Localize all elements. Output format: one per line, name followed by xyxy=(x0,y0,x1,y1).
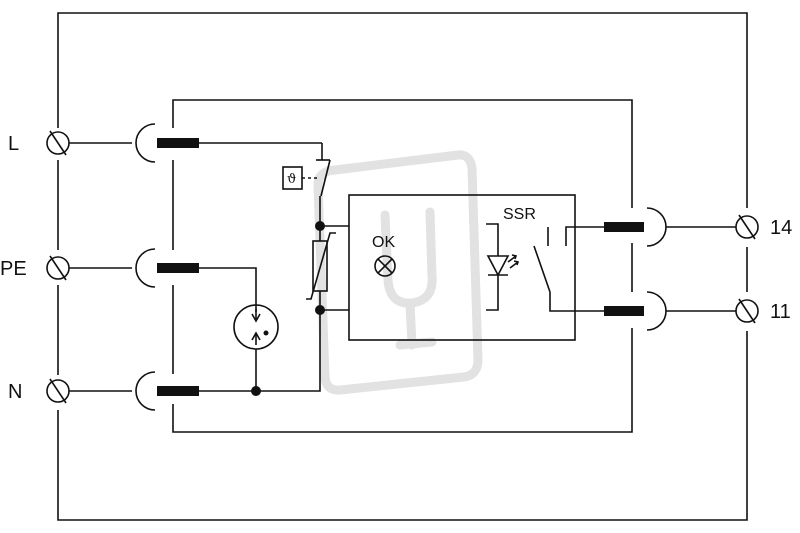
connector-11 xyxy=(575,291,736,331)
connector-14 xyxy=(575,207,736,247)
relay-contact xyxy=(533,226,575,312)
connector-L xyxy=(69,123,322,163)
terminal-PE xyxy=(46,255,70,281)
terminal-N xyxy=(46,378,70,404)
terminal-label-PE: PE xyxy=(0,258,27,280)
terminal-11 xyxy=(735,298,759,324)
outer-frame-line xyxy=(57,12,748,521)
connector-N xyxy=(69,310,321,411)
discharge-arrester xyxy=(233,304,279,391)
connector-PE xyxy=(69,248,257,312)
terminal-label-N: N xyxy=(8,381,22,403)
module-box xyxy=(348,194,576,341)
led-icon xyxy=(486,223,520,311)
indicator-label: OK xyxy=(372,234,395,251)
terminal-label-11: 11 xyxy=(770,301,791,323)
inner-frame-line xyxy=(172,99,633,433)
thermal-sensor-box xyxy=(282,166,303,190)
indicator-lamp-icon xyxy=(374,255,396,277)
thermal-symbol: ϑ xyxy=(287,172,296,187)
terminal-14 xyxy=(735,214,759,240)
varistor xyxy=(306,232,336,310)
terminal-L xyxy=(46,130,70,156)
watermark-plug-logo-icon xyxy=(313,150,483,395)
relay-label: SSR xyxy=(503,206,536,223)
terminal-label-L: L xyxy=(8,133,19,155)
thermal-switch: ϑ xyxy=(282,143,331,241)
terminal-label-14: 14 xyxy=(770,217,792,239)
